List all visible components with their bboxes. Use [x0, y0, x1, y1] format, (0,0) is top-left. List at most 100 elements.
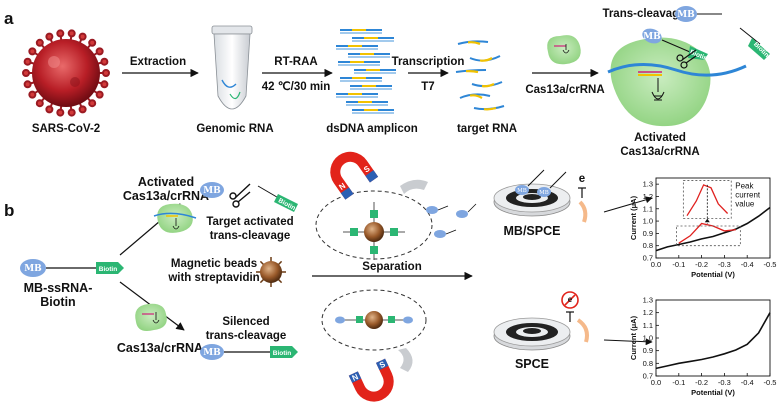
silenced-label-1: Silenced [222, 316, 269, 328]
peak-annotation-2: current [735, 190, 761, 199]
genomic-rna-label: Genomic RNA [196, 123, 273, 135]
intact-probe-icon: MB Biotin [200, 344, 298, 360]
electron-transfer-icon-top: e [578, 173, 588, 223]
tube-icon [211, 25, 253, 110]
peak-annotation-1: Peak [735, 181, 754, 190]
svg-text:MB: MB [24, 264, 42, 274]
arrow-to-chart-bottom [603, 338, 653, 346]
extraction-label: Extraction [130, 56, 186, 68]
target-rna-label: target RNA [457, 123, 517, 135]
target-rna-icon [455, 40, 505, 111]
magnet-icon-bottom: S N [348, 358, 394, 402]
released-mb-probes [426, 203, 477, 238]
svg-text:MB: MB [517, 188, 527, 194]
beads-label-2: with streptavidin [167, 272, 259, 284]
peak-annotation-3: value [735, 199, 755, 208]
svg-text:Biotin: Biotin [273, 350, 291, 357]
svg-text:e: e [579, 173, 585, 185]
chart-top-ytick-label: 1.2 [643, 192, 653, 201]
chart-top-ytick-label: 0.9 [643, 229, 653, 238]
chart-bottom: 0.0 -0.1 -0.2 -0.3 -0.4 -0.5 0.7 0.8 0.9 1.0 1.1 1.… [629, 296, 776, 398]
arrow-to-chart-top [603, 196, 653, 213]
chart-top-ylabel: Current (μA) [629, 195, 638, 240]
probe-icon: MB Biotin [20, 259, 124, 277]
mb-probe-a1: MB [675, 6, 722, 22]
chart-top-xlabel: Potential (V) [691, 270, 735, 279]
chart-bottom-xtick-label: 0.0 [651, 378, 661, 387]
chart-bottom-ylabel: Current (μA) [629, 315, 638, 360]
chart-top-ytick-label: 0.7 [643, 254, 653, 263]
silenced-label-2: trans-cleavage [206, 330, 287, 342]
chart-bottom-ytick-label: 0.8 [643, 359, 653, 368]
svg-text:S: S [362, 164, 372, 175]
panel-b-label: b [4, 201, 14, 220]
chart-top-xtick-label: 0.0 [651, 260, 661, 269]
chart-top-xtick-label: -0.4 [741, 260, 754, 269]
t7-label: T7 [421, 81, 434, 93]
activated-label-1: Activated [634, 132, 686, 144]
chart-top-series-line [655, 206, 771, 252]
chart-top-xtick-label: -0.3 [718, 260, 731, 269]
svg-text:S: S [378, 359, 387, 370]
cas13a-b-label: Cas13a/crRNA [117, 341, 203, 355]
chart-top-xtick-label: -0.2 [695, 260, 708, 269]
chart-top-series-line [678, 222, 736, 244]
activated-cas13a-small-icon [153, 203, 197, 233]
no-electron-icon: e [561, 291, 589, 343]
chart-bottom-series-line [655, 312, 771, 370]
scissors-icon-b [229, 183, 251, 208]
spce-electrode [493, 317, 571, 351]
svg-text:MB: MB [203, 186, 221, 196]
chart-top-ytick-label: 1.1 [643, 204, 653, 213]
virus-icon [22, 29, 110, 117]
magnet-icon-top: S N [330, 151, 379, 200]
magnetic-bead-icon [256, 257, 286, 287]
cas13a-icon-silenced [135, 303, 167, 331]
trans-cleavage-label: Trans-cleavage [602, 8, 685, 20]
svg-text:Biotin: Biotin [99, 266, 117, 273]
svg-text:MB: MB [203, 348, 221, 358]
rt-raa-condition: 42 ℃/30 min [262, 80, 331, 93]
spce-label: SPCE [515, 357, 549, 371]
probe-label-1: MB-ssRNA- [24, 281, 93, 295]
dsdna-amplicon-icon [336, 29, 396, 114]
separation-label: Separation [362, 261, 421, 273]
chart-bottom-ytick-label: 1.0 [643, 334, 653, 343]
chart-top-ytick-label: 1.3 [643, 180, 653, 189]
chart-top-ytick-label: 1.0 [643, 217, 653, 226]
mb-probe-b1: MB [200, 182, 224, 198]
mb-spce-electrode: MB MB [493, 169, 571, 217]
bead-complex-bottom [335, 311, 413, 329]
transcription-label: Transcription [392, 56, 465, 68]
probe-label-2: Biotin [40, 295, 75, 309]
virus-label: SARS-CoV-2 [32, 123, 100, 135]
chart-top-xtick-label: -0.1 [672, 260, 685, 269]
biotin-tag-a: Biotin [739, 27, 770, 60]
dsdna-label: dsDNA amplicon [326, 123, 418, 135]
chart-top-xtick-label: -0.5 [764, 260, 777, 269]
peak-arrow-head [704, 218, 710, 223]
beads-label-1: Magnetic beads [171, 258, 257, 270]
activated-b-label-2: Cas13a/crRNA [123, 189, 209, 203]
chart-bottom-ytick-label: 1.1 [643, 321, 653, 330]
biotin-fragment-b1: Biotin [257, 185, 298, 212]
svg-text:e: e [568, 295, 573, 304]
chart-top-frame [655, 177, 771, 259]
scissors-icon-a [676, 49, 697, 69]
activated-cas13a-icon [607, 37, 747, 127]
chart-top-ytick-label: 0.8 [643, 241, 653, 250]
chart-bottom-xtick-label: -0.3 [718, 378, 731, 387]
arrow-magnet-top [400, 179, 428, 194]
chart-bottom-ytick-label: 1.2 [643, 308, 653, 317]
chart-bottom-xtick-label: -0.4 [741, 378, 754, 387]
chart-bottom-ytick-label: 0.9 [643, 346, 653, 355]
cas13a-icon-small [547, 35, 581, 65]
chart-top: 0.0 -0.1 -0.2 -0.3 -0.4 -0.5 0.7 0.8 0.9 1.0 1.1 1.… [629, 177, 777, 279]
chart-bottom-xtick-label: -0.5 [764, 378, 777, 387]
chart-bottom-ytick-label: 0.7 [643, 372, 653, 381]
cas13a-crrna-label-a: Cas13a/crRNA [525, 84, 604, 96]
target-activated-label-1: Target activated [206, 216, 293, 228]
mb-spce-label: MB/SPCE [504, 224, 561, 238]
chart-bottom-xtick-label: -0.1 [672, 378, 685, 387]
chart-bottom-xtick-label: -0.2 [695, 378, 708, 387]
